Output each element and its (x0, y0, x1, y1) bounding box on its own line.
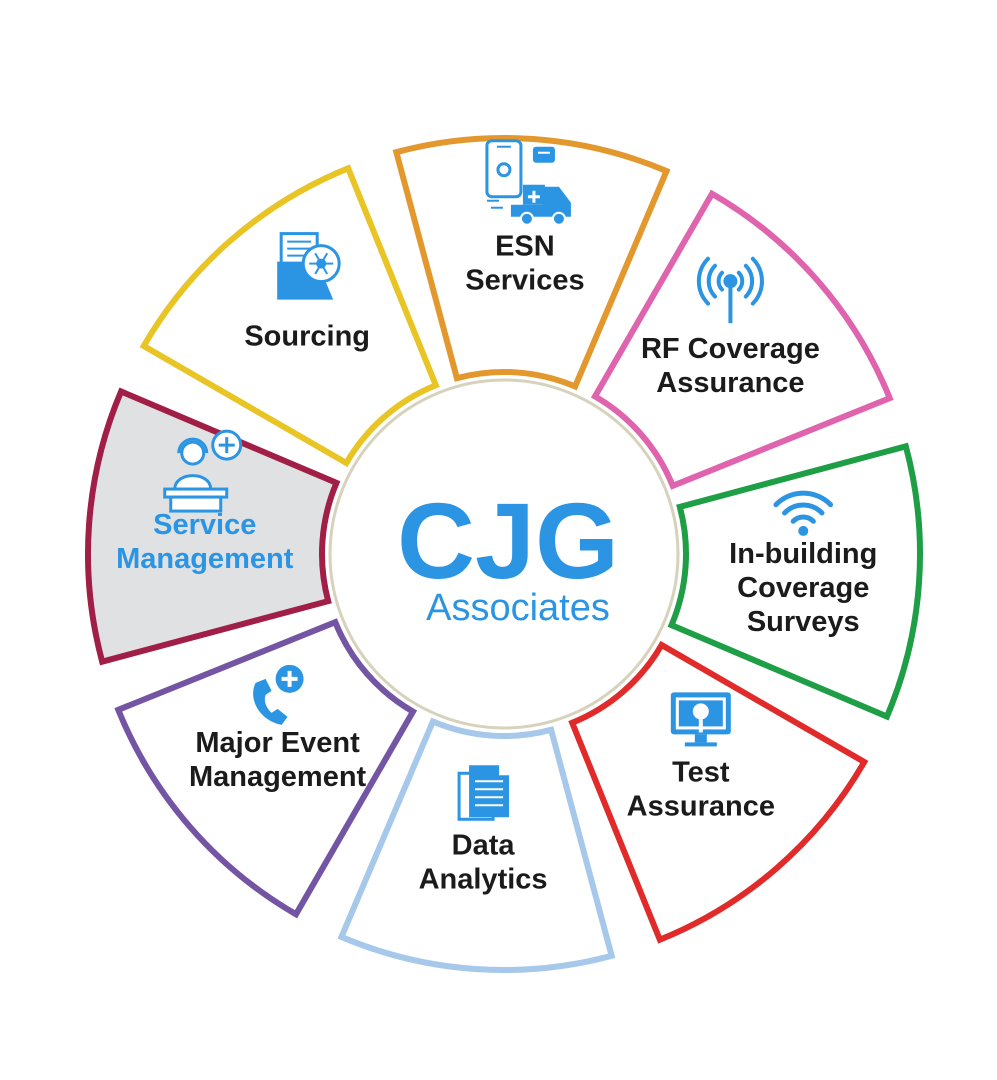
segment-label: Management (116, 543, 294, 575)
segment-label: Data (452, 829, 516, 861)
segment-label: Analytics (419, 863, 548, 895)
segment-outline (590, 189, 894, 490)
segment-label: Test (672, 756, 730, 788)
phone-ambulance-icon (485, 139, 571, 226)
segment-outline (337, 717, 616, 973)
center-hub: CJG Associates (328, 378, 680, 730)
segment-label: Coverage (737, 572, 869, 604)
segment-outline (85, 387, 341, 666)
segment-outline (114, 618, 418, 919)
segment-label: Assurance (627, 790, 775, 822)
center-circle (328, 378, 680, 730)
segment-outline (392, 135, 671, 391)
segment-label: Services (465, 265, 584, 297)
segment-label: Assurance (656, 367, 804, 399)
segment-label: Major Event (195, 727, 360, 759)
segment-label: Service (153, 509, 256, 541)
monitor-search-icon (670, 692, 731, 747)
segment-label: Surveys (747, 606, 860, 638)
wifi-icon (773, 490, 834, 536)
segment-label: Management (189, 761, 367, 793)
brand-name: CJG (397, 480, 619, 601)
segment-label: ESN (495, 231, 555, 263)
segment-outline (568, 640, 869, 944)
segment-label: In-building (729, 538, 877, 570)
phone-plus-icon (253, 664, 304, 725)
document-stack-icon (457, 765, 510, 821)
document-network-icon (277, 232, 341, 300)
segment-label: Sourcing (244, 321, 370, 353)
segment-outline (667, 442, 923, 721)
segment-sourcing[interactable]: Sourcing (139, 164, 440, 468)
antenna-signal-icon (696, 256, 764, 324)
agent-headset-icon (163, 429, 243, 513)
segment-label: RF Coverage (641, 333, 820, 365)
segment-outline (139, 164, 440, 468)
brand-subtitle: Associates (426, 587, 610, 629)
